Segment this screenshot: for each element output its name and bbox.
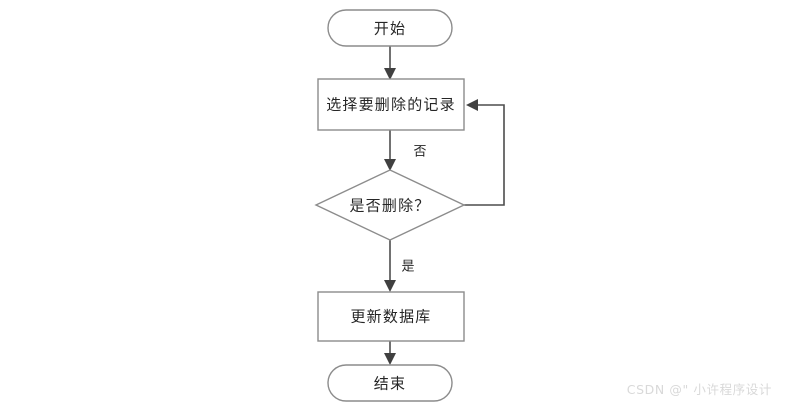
edge-update-to-end [384, 341, 396, 365]
watermark-text: CSDN @" 小许程序设计 [626, 382, 772, 397]
edge-select-to-decide [384, 130, 396, 171]
edge-label-no: 否 [413, 145, 426, 160]
node-update-database-label: 更新数据库 [350, 308, 431, 326]
edge-decide-to-select-loop [464, 99, 505, 206]
edge-start-to-select [384, 46, 396, 80]
node-end[interactable]: 结束 [327, 364, 453, 402]
node-select-record-shape [317, 78, 465, 131]
edge-label-yes: 是 [401, 260, 414, 275]
node-decision-delete-shape [314, 169, 466, 241]
edge-decide-to-update [384, 240, 396, 292]
node-update-database[interactable]: 更新数据库 [317, 291, 465, 342]
arrow-head-icon [466, 99, 478, 111]
node-end-shape [327, 364, 453, 402]
arrow-head-icon [384, 280, 396, 292]
node-start[interactable]: 开始 [327, 9, 453, 47]
arrow-head-icon [384, 159, 396, 171]
arrow-head-icon [384, 353, 396, 365]
node-select-record[interactable]: 选择要删除的记录 [317, 78, 465, 131]
node-update-database-shape [317, 291, 465, 342]
node-start-shape [327, 9, 453, 47]
node-end-label: 结束 [374, 375, 406, 393]
node-decision-delete[interactable]: 是否删除？ [314, 169, 466, 241]
node-decision-delete-label: 是否删除？ [349, 197, 430, 215]
node-select-record-label: 选择要删除的记录 [326, 96, 456, 114]
arrow-head-icon [384, 68, 396, 80]
node-start-label: 开始 [374, 20, 406, 38]
